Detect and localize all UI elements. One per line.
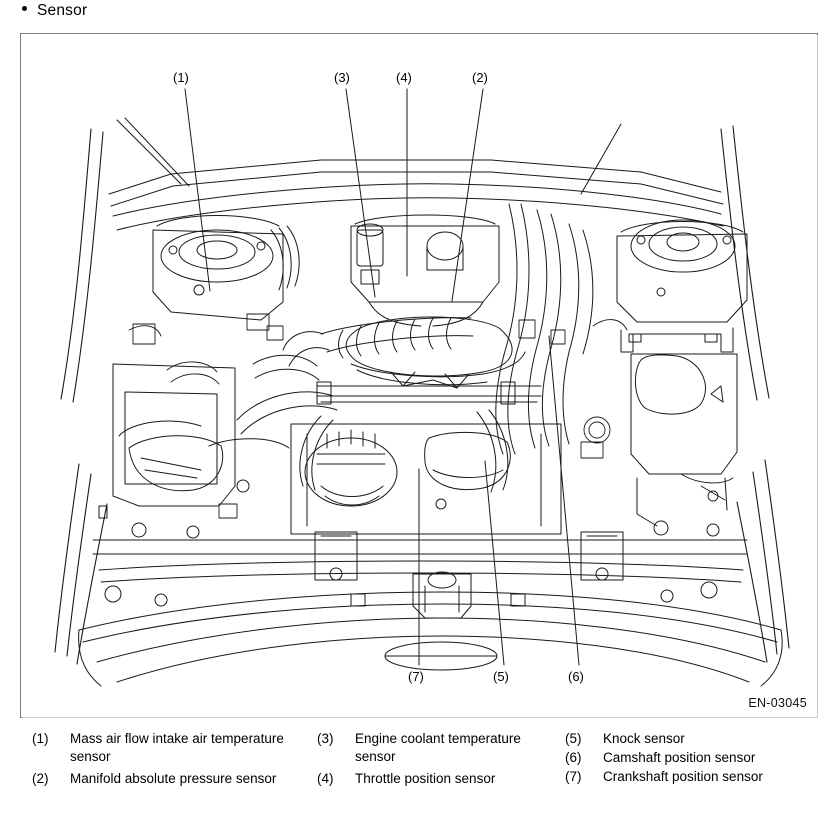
- legend-label: Camshaft position sensor: [603, 750, 756, 765]
- radiator-support: [92, 520, 748, 619]
- legend-item: (7) Crankshaft position sensor: [565, 768, 838, 786]
- right-strut-tower: [616, 219, 748, 323]
- callout-label-5: (5): [493, 669, 509, 684]
- page-title: Sensor: [37, 2, 88, 19]
- legend: (1) Mass air flow intake air temperature…: [20, 730, 828, 826]
- bullet-dot-icon: [22, 6, 27, 11]
- misc-components: [128, 313, 734, 519]
- body-outline: [54, 125, 790, 665]
- callout-label-7: (7): [408, 669, 424, 684]
- legend-column-2: (3) Engine coolant temperature sensor (4…: [317, 730, 585, 792]
- front-bumper: [78, 591, 783, 687]
- figure-frame: (1) (3) (4) (2) (7) (5) (6) EN-03045: [20, 33, 818, 718]
- legend-label: Throttle position sensor: [355, 771, 496, 786]
- callout-label-6: (6): [568, 669, 584, 684]
- cowl-panel: [108, 117, 724, 231]
- legend-item: (2) Manifold absolute pressure sensor: [32, 770, 300, 788]
- legend-number: (5): [565, 731, 582, 746]
- intake-manifold: [316, 214, 542, 405]
- engine-block: [208, 423, 562, 535]
- legend-label: Mass air flow intake air temperature sen…: [70, 731, 284, 764]
- callout-label-2: (2): [472, 70, 488, 85]
- legend-number: (3): [317, 731, 334, 746]
- callout-label-3: (3): [334, 70, 350, 85]
- legend-label: Crankshaft position sensor: [603, 769, 763, 784]
- left-airbox: [98, 363, 236, 519]
- legend-number: (6): [565, 750, 582, 765]
- legend-column-1: (1) Mass air flow intake air temperature…: [32, 730, 300, 792]
- legend-item: (1) Mass air flow intake air temperature…: [32, 730, 300, 766]
- legend-label: Knock sensor: [603, 731, 685, 746]
- legend-number: (4): [317, 771, 334, 786]
- legend-number: (7): [565, 769, 582, 784]
- legend-item: (3) Engine coolant temperature sensor: [317, 730, 585, 766]
- legend-number: (2): [32, 771, 49, 786]
- left-strut-tower: [152, 215, 284, 321]
- callout-label-1: (1): [173, 70, 189, 85]
- legend-number: (1): [32, 731, 49, 746]
- legend-item: (4) Throttle position sensor: [317, 770, 585, 788]
- figure-code: EN-03045: [748, 696, 807, 710]
- hose-bundle: [236, 203, 594, 493]
- legend-label: Manifold absolute pressure sensor: [70, 771, 277, 786]
- legend-column-3: (5) Knock sensor (6) Camshaft position s…: [565, 730, 838, 787]
- engine-bay-diagram: [54, 88, 790, 687]
- legend-label: Engine coolant temperature sensor: [355, 731, 521, 764]
- legend-item: (6) Camshaft position sensor: [565, 749, 838, 767]
- washer-reservoir: [620, 327, 738, 527]
- callout-label-4: (4): [396, 70, 412, 85]
- throttle-body: [356, 223, 464, 285]
- callout-leader-lines: [184, 88, 580, 666]
- section-header: Sensor: [22, 2, 87, 20]
- legend-item: (5) Knock sensor: [565, 730, 838, 748]
